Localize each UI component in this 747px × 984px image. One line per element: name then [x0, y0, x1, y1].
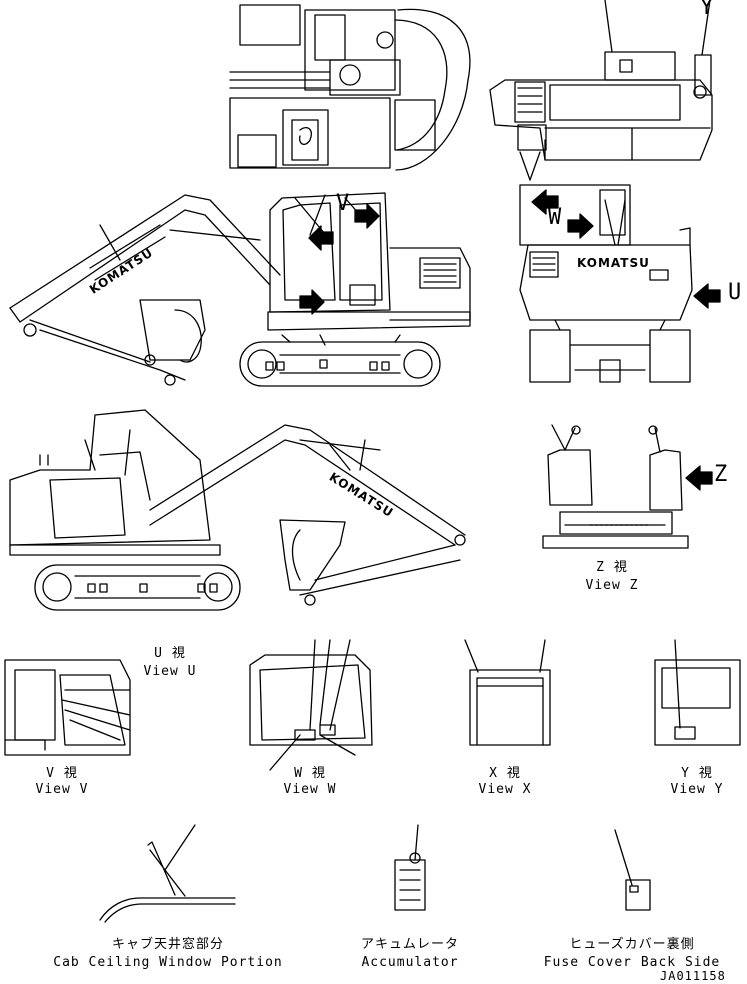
view-w-jp: W 視	[294, 766, 326, 781]
view-x-en: View X	[478, 782, 532, 797]
fuse-cover-jp: ヒューズカバー裏側	[569, 937, 695, 952]
view-v-figure	[4, 659, 131, 756]
view-v-jp: V 視	[46, 766, 78, 781]
cab-ceiling-en: Cab Ceiling Window Portion	[53, 955, 283, 970]
rear-view-top	[489, 0, 713, 181]
view-y-jp: Y 視	[681, 766, 713, 781]
view-u-en: View U	[143, 664, 197, 679]
side-view-excavator-left	[9, 192, 471, 387]
marker-u: U	[728, 280, 742, 305]
accumulator-jp: アキュムレータ	[360, 937, 460, 952]
fuse-cover-figure	[614, 829, 651, 911]
view-y-en: View Y	[670, 782, 724, 797]
drawing-number: JA011158	[660, 969, 726, 983]
rear-view-right	[519, 184, 721, 383]
view-w-figure	[249, 639, 373, 771]
marker-v: V	[336, 191, 350, 216]
view-z-jp: Z 視	[596, 560, 628, 575]
view-v-en: View V	[35, 782, 89, 797]
view-y-figure	[654, 639, 741, 746]
marker-w: W	[548, 205, 562, 230]
marker-y: Y	[700, 0, 714, 20]
side-view-excavator-lower	[9, 409, 466, 611]
marker-z: Z	[714, 462, 728, 487]
cab-ceiling-jp: キャブ天井窓部分	[111, 937, 225, 952]
accumulator-en: Accumulator	[361, 955, 459, 970]
cab-ceiling-figure	[99, 824, 236, 923]
view-z-en: View Z	[585, 578, 639, 593]
accumulator-figure	[394, 824, 426, 911]
brand-label-rear: KOMATSU	[577, 256, 650, 270]
fuse-cover-en: Fuse Cover Back Side	[543, 955, 721, 970]
top-view-machine	[229, 4, 471, 171]
view-w-en: View W	[283, 782, 337, 797]
view-x-figure	[464, 639, 551, 746]
view-u-jp: U 視	[154, 646, 186, 661]
view-x-jp: X 視	[489, 766, 521, 781]
view-z-figure	[542, 424, 713, 549]
